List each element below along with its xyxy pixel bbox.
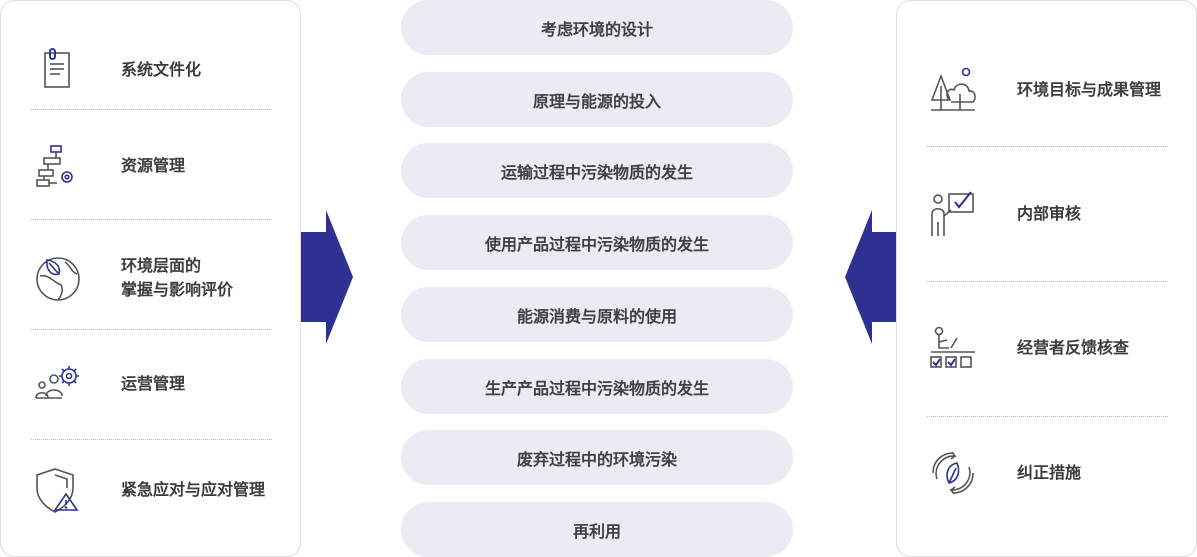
left-item-label: 资源管理 — [121, 156, 186, 175]
arrow-left-icon — [845, 210, 897, 344]
left-item-resources: 资源管理 — [31, 140, 272, 192]
right-item-internal-audit: 内部审核 — [927, 188, 1168, 240]
left-item-operations: 运营管理 — [31, 358, 272, 410]
divider — [31, 109, 272, 110]
left-item-emergency: 紧急应对与应对管理 — [31, 464, 272, 516]
center-item: 再利用 — [401, 502, 793, 557]
right-item-env-goals: 环境目标与成果管理 — [927, 64, 1168, 116]
org-chart-gear-icon — [31, 140, 83, 192]
left-item-label: 系统文件化 — [121, 60, 202, 79]
center-item: 生产产品过程中污染物质的发生 — [401, 359, 793, 414]
center-item: 原理与能源的投入 — [401, 72, 793, 127]
center-item: 废弃过程中的环境污染 — [401, 430, 793, 485]
feedback-checkbox-icon — [927, 322, 979, 374]
arrow-right-icon — [301, 210, 353, 344]
divider — [927, 146, 1168, 147]
left-item-label: 环境层面的 掌握与影响评价 — [121, 256, 234, 299]
cycle-leaf-icon — [927, 447, 979, 499]
globe-leaf-icon — [31, 252, 83, 304]
audit-checklist-icon — [927, 188, 979, 240]
left-item-label: 紧急应对与应对管理 — [121, 480, 266, 499]
right-item-label: 纠正措施 — [1017, 463, 1082, 482]
left-item-system-docs: 系统文件化 — [31, 44, 272, 96]
center-item: 使用产品过程中污染物质的发生 — [401, 215, 793, 270]
center-item: 考虑环境的设计 — [401, 0, 793, 55]
left-panel: 系统文件化 资源管理 — [0, 0, 301, 557]
right-item-feedback: 经营者反馈核查 — [927, 322, 1168, 374]
trees-cloud-icon — [927, 64, 979, 116]
right-item-label: 内部审核 — [1017, 204, 1082, 223]
document-icon — [31, 44, 83, 96]
divider — [31, 329, 272, 330]
left-item-label: 运营管理 — [121, 374, 186, 393]
divider — [927, 416, 1168, 417]
right-panel: 环境目标与成果管理 内部审核 — [896, 0, 1197, 557]
center-item: 运输过程中污染物质的发生 — [401, 143, 793, 198]
divider — [927, 281, 1168, 282]
center-item: 能源消费与原料的使用 — [401, 287, 793, 342]
right-item-corrective: 纠正措施 — [927, 447, 1168, 499]
divider — [31, 219, 272, 220]
left-item-env-assessment: 环境层面的 掌握与影响评价 — [31, 252, 272, 304]
right-item-label: 经营者反馈核查 — [1017, 338, 1130, 357]
shield-warning-icon — [31, 464, 83, 516]
team-gear-icon — [31, 358, 83, 410]
right-item-label: 环境目标与成果管理 — [1017, 80, 1162, 99]
divider — [31, 439, 272, 440]
